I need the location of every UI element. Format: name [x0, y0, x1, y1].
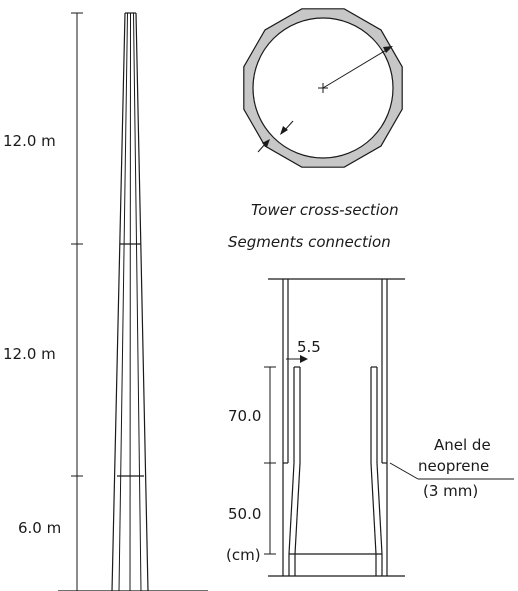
neoprene-label-line3: (3 mm) [423, 482, 478, 500]
gap-label: 5.5 [297, 338, 321, 356]
lower-label: 50.0 [228, 505, 261, 523]
tower-facet-line [129, 12, 131, 591]
tower-segment-1-height: 12.0 m [3, 132, 56, 150]
radius-arrow [322, 48, 389, 89]
tower-dimension-line [71, 12, 83, 591]
tower-segment-2-height: 12.0 m [3, 345, 56, 363]
lower-segment-left-taper [288, 462, 295, 555]
tower-facet-line [133, 12, 142, 591]
cross-section-caption: Tower cross-section [251, 201, 399, 219]
tower-left-edge [111, 12, 126, 591]
lower-segment-right-taper [370, 462, 377, 555]
tower-segment-3-height: 6.0 m [18, 519, 61, 537]
neoprene-label-line1: Anel de [434, 436, 491, 454]
radius-arrowhead [383, 46, 393, 53]
overlap-label: 70.0 [228, 407, 261, 425]
unit-label: (cm) [226, 546, 261, 564]
tower-right-edge [135, 12, 149, 591]
neoprene-leader [389, 462, 419, 480]
neoprene-label-line2: neoprene [418, 457, 489, 475]
tower-elevation [58, 12, 208, 591]
segments-connection [264, 278, 514, 577]
cross-section [243, 8, 403, 168]
connection-caption: Segments connection [228, 233, 391, 251]
tower-facet-line [118, 12, 128, 591]
